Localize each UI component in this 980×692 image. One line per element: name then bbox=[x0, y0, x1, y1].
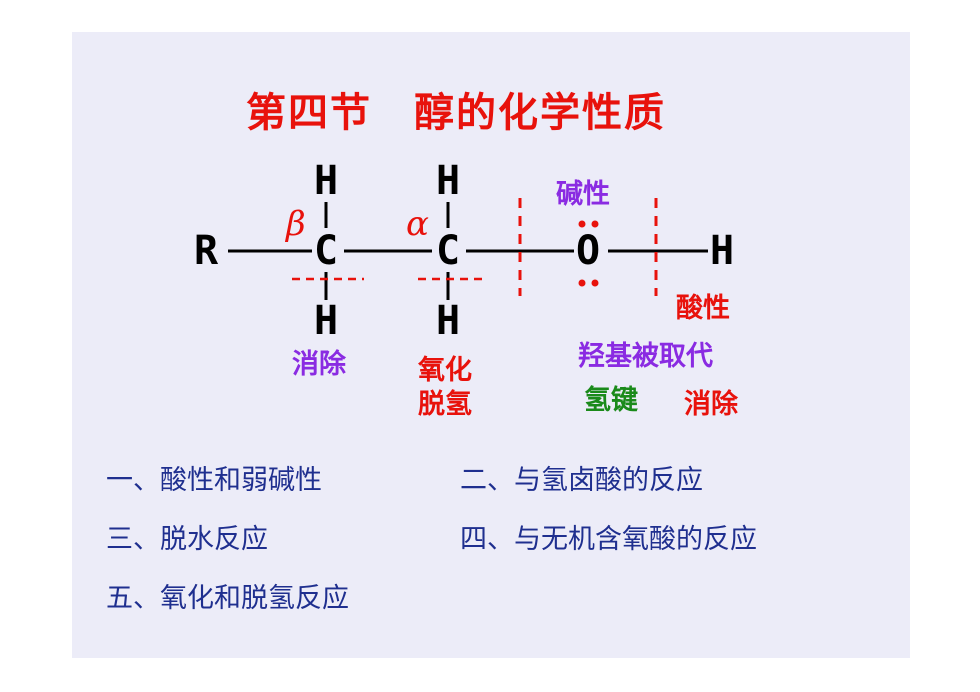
atom-c-beta: C bbox=[314, 228, 339, 274]
oxidation-label: 氧化 bbox=[418, 355, 472, 386]
hydroxyl-substitution-label: 羟基被取代 bbox=[578, 341, 713, 372]
basicity-label: 碱性 bbox=[556, 179, 610, 210]
slide-background bbox=[72, 32, 910, 658]
lone-pair-dot bbox=[591, 220, 599, 228]
atom-h-alpha-top: H bbox=[436, 158, 461, 204]
list-item: 四、与无机含氧酸的反应 bbox=[460, 524, 757, 555]
atom-c-alpha: C bbox=[436, 228, 461, 274]
page-title: 第四节 醇的化学性质 bbox=[246, 90, 666, 136]
lone-pair-dot bbox=[578, 279, 586, 287]
atom-h-alpha-bottom: H bbox=[436, 298, 461, 344]
elimination-label-right: 消除 bbox=[684, 389, 738, 420]
beta-label: β bbox=[286, 204, 306, 244]
list-item: 五、氧化和脱氢反应 bbox=[106, 583, 349, 614]
list-item: 二、与氢卤酸的反应 bbox=[460, 465, 703, 496]
list-item: 一、酸性和弱碱性 bbox=[106, 465, 322, 496]
lone-pair-dot bbox=[591, 279, 599, 287]
atom-h-beta-top: H bbox=[314, 158, 339, 204]
alpha-label: α bbox=[406, 204, 429, 244]
atom-r: R bbox=[194, 228, 219, 274]
list-item: 三、脱水反应 bbox=[106, 524, 268, 555]
dehydrogenation-label: 脱氢 bbox=[418, 389, 472, 420]
atom-o: O bbox=[576, 228, 601, 274]
lone-pair-dot bbox=[578, 220, 586, 228]
acidity-label: 酸性 bbox=[676, 293, 730, 324]
elimination-label-left: 消除 bbox=[292, 349, 346, 380]
atom-h-hydroxyl: H bbox=[710, 228, 735, 274]
hydrogen-bond-label: 氢键 bbox=[584, 385, 638, 416]
atom-h-beta-bottom: H bbox=[314, 298, 339, 344]
